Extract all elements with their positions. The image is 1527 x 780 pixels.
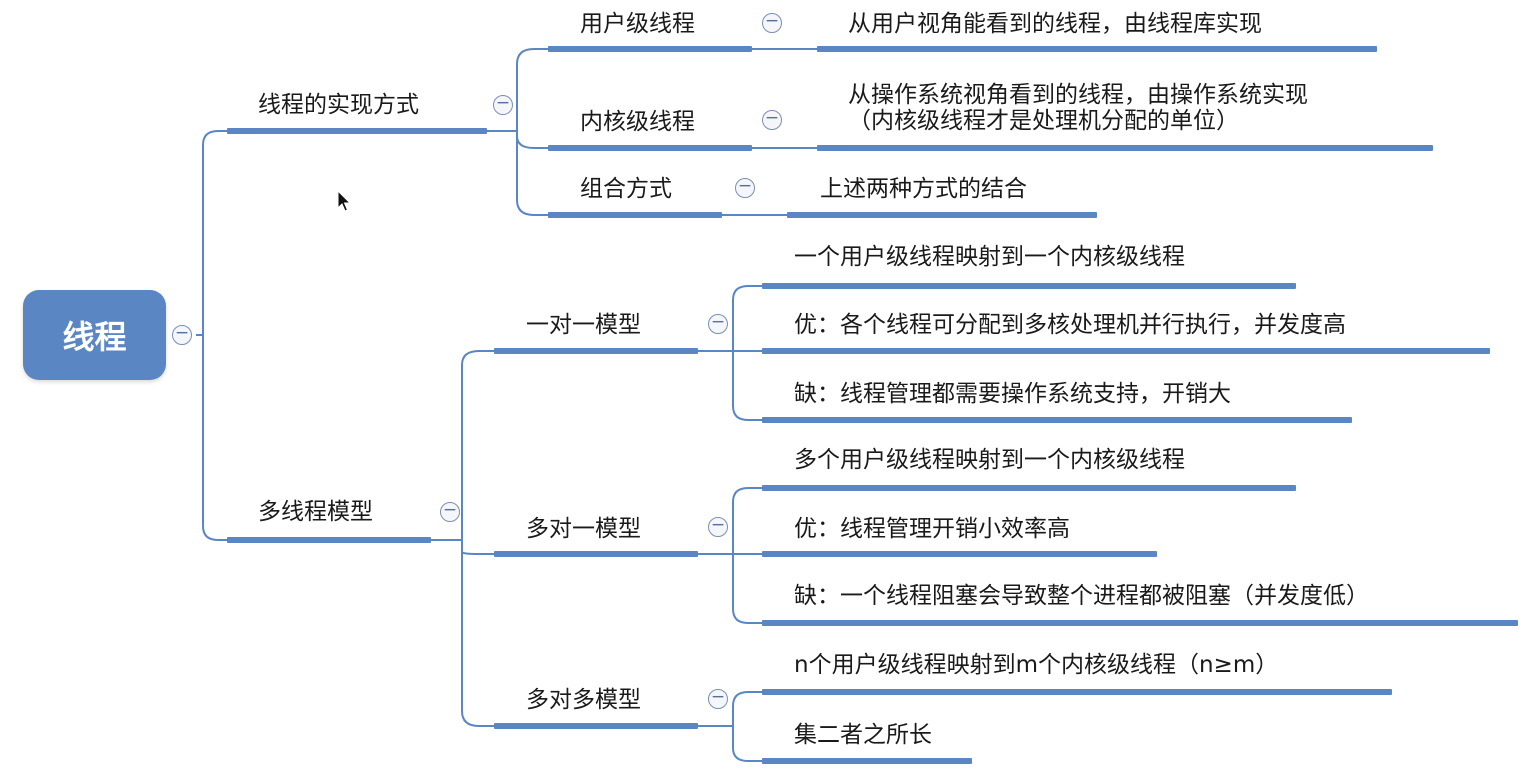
detail-one-to-one-con: 缺：线程管理都需要操作系统支持，开销大 xyxy=(794,381,1231,407)
detail-user-level-thread: 从用户视角能看到的线程，由线程库实现 xyxy=(848,11,1262,37)
detail-one-to-one-pro: 优：各个线程可分配到多核处理机并行执行，并发度高 xyxy=(794,312,1346,338)
one-to-one-collapse-minus-icon[interactable]: − xyxy=(708,314,728,334)
node-underline xyxy=(762,689,1392,695)
node-underline xyxy=(762,283,1296,289)
node-combined-method[interactable]: 组合方式 xyxy=(580,176,672,202)
detail-many-to-one-mapping: 多个用户级线程映射到一个内核级线程 xyxy=(794,447,1185,473)
node-underline xyxy=(548,46,752,52)
detail-many-to-many-mapping: n个用户级线程映射到m个内核级线程（n≥m） xyxy=(794,652,1279,678)
node-underline xyxy=(787,212,1097,218)
node-underline xyxy=(494,723,698,729)
node-many-to-many-model[interactable]: 多对多模型 xyxy=(526,687,641,713)
node-one-to-one-model[interactable]: 一对一模型 xyxy=(526,312,641,338)
node-underline xyxy=(548,212,722,218)
many-to-one-collapse-minus-icon[interactable]: − xyxy=(708,517,728,537)
many-to-many-collapse-minus-icon[interactable]: − xyxy=(708,689,728,709)
node-underline xyxy=(762,620,1518,626)
root-node[interactable]: 线程 xyxy=(23,290,166,380)
node-implementation-methods[interactable]: 线程的实现方式 xyxy=(258,92,419,118)
detail-combined-method: 上述两种方式的结合 xyxy=(820,176,1027,202)
implementation-collapse-minus-icon[interactable]: − xyxy=(493,95,513,115)
node-underline xyxy=(227,128,487,134)
node-underline xyxy=(548,145,752,151)
kernel-level-collapse-minus-icon[interactable]: − xyxy=(762,110,782,130)
node-underline xyxy=(494,348,698,354)
user-level-collapse-minus-icon[interactable]: − xyxy=(762,13,782,33)
detail-many-to-many-pro: 集二者之所长 xyxy=(794,722,932,748)
combined-collapse-minus-icon[interactable]: − xyxy=(735,178,755,198)
detail-many-to-one-con: 缺：一个线程阻塞会导致整个进程都被阻塞（并发度低） xyxy=(794,583,1369,609)
node-multithreading-models[interactable]: 多线程模型 xyxy=(258,499,373,525)
detail-many-to-one-pro: 优：线程管理开销小效率高 xyxy=(794,516,1070,542)
node-underline xyxy=(762,348,1490,354)
detail-kernel-level-thread: 从操作系统视角看到的线程，由操作系统实现 （内核级线程才是处理机分配的单位） xyxy=(848,82,1308,134)
node-kernel-level-thread[interactable]: 内核级线程 xyxy=(580,109,695,135)
detail-one-to-one-mapping: 一个用户级线程映射到一个内核级线程 xyxy=(794,244,1185,270)
node-underline xyxy=(817,46,1377,52)
node-underline xyxy=(762,551,1157,557)
root-collapse-minus-icon[interactable]: − xyxy=(172,325,192,345)
node-underline xyxy=(762,758,972,764)
node-underline xyxy=(494,551,698,557)
mouse-pointer-icon xyxy=(337,190,352,212)
node-underline xyxy=(762,417,1352,423)
node-many-to-one-model[interactable]: 多对一模型 xyxy=(526,516,641,542)
models-collapse-minus-icon[interactable]: − xyxy=(440,502,460,522)
node-underline xyxy=(227,537,431,543)
node-underline xyxy=(817,145,1433,151)
node-user-level-thread[interactable]: 用户级线程 xyxy=(580,11,695,37)
node-underline xyxy=(762,485,1296,491)
